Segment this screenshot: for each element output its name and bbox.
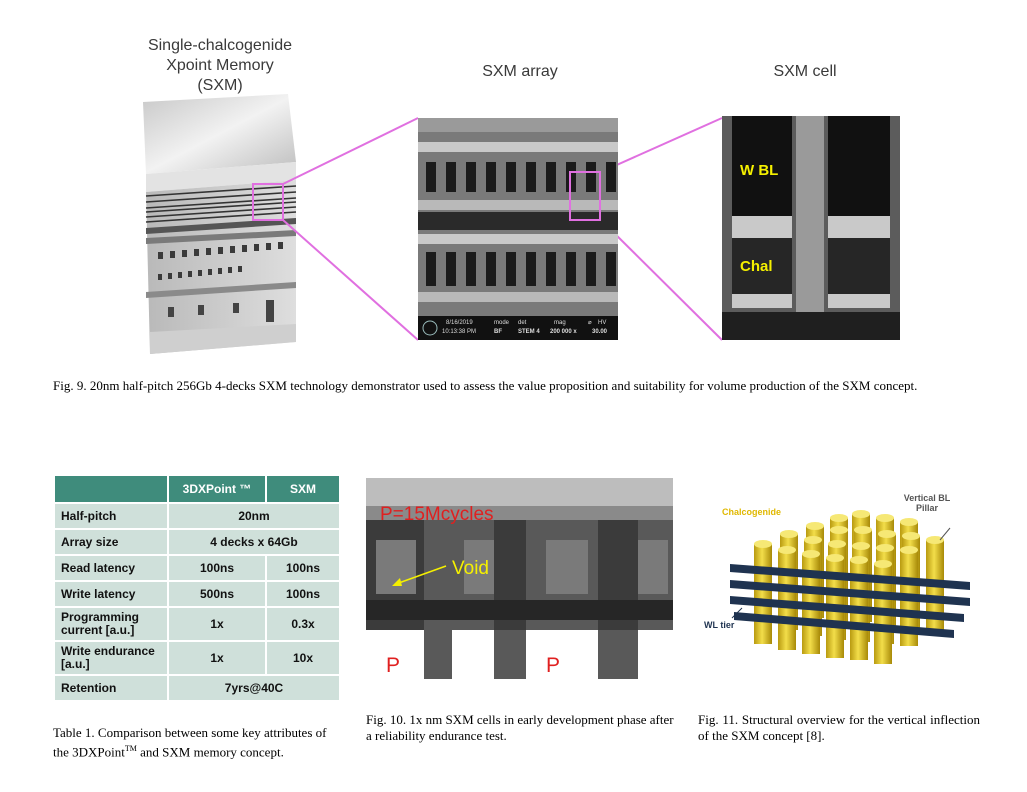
fig10-endurance-image: P=15Mcycles Void P P: [366, 478, 673, 679]
row-label: Array size: [55, 530, 167, 554]
table-row: Programming current [a.u.] 1x 0.3x: [55, 608, 339, 640]
row-value-3dxpoint: 100ns: [169, 556, 265, 580]
table-row: Read latency 100ns 100ns: [55, 556, 339, 580]
sem-hv-label: HV: [598, 320, 607, 326]
table-row: Array size 4 decks x 64Gb: [55, 530, 339, 554]
row-label: Half-pitch: [55, 504, 167, 528]
row-value-3dxpoint: 1x: [169, 608, 265, 640]
table1: 3DXPoint ™ SXM Half-pitch 20nm Array siz…: [53, 474, 341, 702]
table-header-corner: [55, 476, 167, 502]
cell-label-wbl: W BL: [740, 162, 779, 179]
fig11-label-vertical-bl-line1: Vertical BL: [903, 493, 951, 503]
table-row: Write latency 500ns 100ns: [55, 582, 339, 606]
table-header-row: 3DXPoint ™ SXM: [55, 476, 339, 502]
table-row: Write endurance [a.u.] 1x 10x: [55, 642, 339, 674]
fig10-caption: Fig. 10. 1x nm SXM cells in early develo…: [366, 712, 674, 743]
fig11-structure-diagram: [730, 510, 970, 664]
table-header-3dxpoint: 3DXPoint ™: [169, 476, 265, 502]
table1-caption-text: Table 1. Comparison between some key att…: [53, 725, 327, 760]
row-value-sxm: 100ns: [267, 582, 339, 606]
title-line-3: (SXM): [197, 77, 243, 94]
row-value-3dxpoint: 500ns: [169, 582, 265, 606]
row-value-sxm: 0.3x: [267, 608, 339, 640]
title-line-2: Xpoint Memory: [166, 57, 274, 74]
comparison-table: 3DXPoint ™ SXM Half-pitch 20nm Array siz…: [53, 474, 341, 702]
row-label: Retention: [55, 676, 167, 700]
sem-det-label: det: [518, 320, 527, 326]
fig10-label-p2: P: [546, 654, 561, 677]
row-label: Write endurance [a.u.]: [55, 642, 167, 674]
fig11-label-wl-tier: WL tier: [704, 620, 735, 630]
title-line-1: Single-chalcogenide: [147, 37, 293, 54]
zoom-lines: [282, 117, 723, 341]
sem-time: 10:13:38 PM: [442, 329, 477, 335]
sem-hv-symbol: ⌀: [588, 320, 592, 326]
table-row: Retention 7yrs@40C: [55, 676, 339, 700]
row-label: Programming current [a.u.]: [55, 608, 167, 640]
fig10-label-cycles: P=15Mcycles: [380, 504, 494, 525]
fig11-caption: Fig. 11. Structural overview for the ver…: [698, 712, 980, 743]
row-value-3dxpoint: 1x: [169, 642, 265, 674]
sem-mode-value: BF: [494, 329, 502, 335]
cell-label-chal: Chal: [740, 258, 773, 275]
row-merged-value: 20nm: [169, 504, 339, 528]
fig10-label-void: Void: [452, 558, 489, 579]
fig9-title-array: SXM array: [482, 63, 558, 80]
table-header-sxm: SXM: [267, 476, 339, 502]
sxm-array-stem-image: 8/16/2019 10:13:38 PM mode BF det STEM 4…: [418, 118, 618, 340]
sem-det-value: STEM 4: [518, 329, 540, 335]
row-label: Read latency: [55, 556, 167, 580]
fig11-label-chalcogenide: Chalcogenide: [722, 507, 782, 517]
sem-mag-value: 200 000 x: [550, 329, 577, 335]
sem-hv-value: 30.00: [592, 329, 608, 335]
table-row: Half-pitch 20nm: [55, 504, 339, 528]
fig11-label-vertical-bl: Vertical BL Pillar: [896, 493, 958, 513]
fig9-title-sxm: Single-chalcogenide Xpoint Memory (SXM): [120, 36, 320, 96]
sem-mag-label: mag: [554, 320, 566, 326]
row-value-sxm: 100ns: [267, 556, 339, 580]
row-value-sxm: 10x: [267, 642, 339, 674]
row-merged-value: 7yrs@40C: [169, 676, 339, 700]
fig11-label-pillar: Pillar: [915, 503, 938, 513]
row-label: Write latency: [55, 582, 167, 606]
sem-mode-label: mode: [494, 320, 510, 326]
sem-date: 8/16/2019: [446, 320, 473, 326]
fig9-title-cell: SXM cell: [773, 63, 837, 80]
sxm-die-cross-section-image: [143, 94, 297, 354]
fig10-label-p1: P: [386, 654, 401, 677]
table1-caption-text-2: and SXM memory concept.: [136, 744, 284, 760]
fig9-caption: Fig. 9. 20nm half-pitch 256Gb 4-decks SX…: [53, 378, 918, 393]
sxm-cell-stem-image: W BL Chal: [722, 116, 900, 340]
table1-caption-tm: TM: [124, 744, 137, 753]
row-merged-value: 4 decks x 64Gb: [169, 530, 339, 554]
table1-caption: Table 1. Comparison between some key att…: [53, 725, 343, 760]
